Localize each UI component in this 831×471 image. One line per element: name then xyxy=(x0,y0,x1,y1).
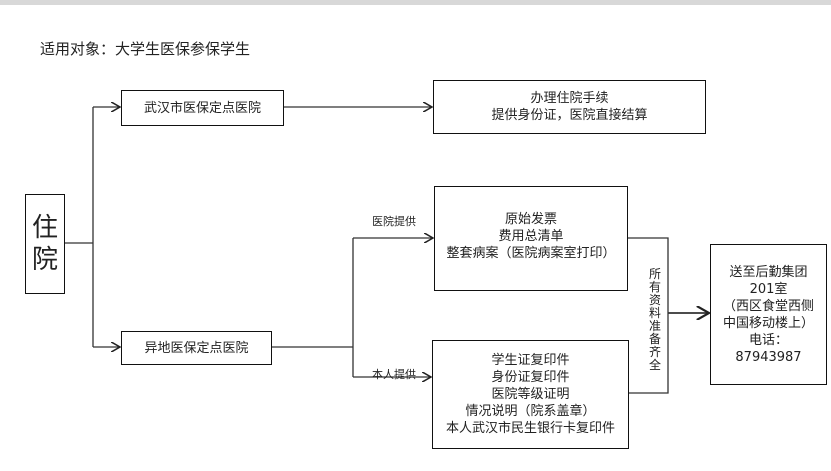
doc-line: 费用总清单 xyxy=(498,229,564,244)
step-line: 办理住院手续 xyxy=(530,91,609,106)
page-title: 适用对象：大学生医保参保学生 xyxy=(40,40,251,58)
hospital-docs-box: 原始发票 费用总清单 整套病案（医院病案室打印） xyxy=(434,186,628,291)
hospital-provides-label: 医院提供 xyxy=(372,215,416,228)
destination-line: （西区食堂西侧 xyxy=(722,298,814,314)
destination-line: 电话： xyxy=(748,332,788,348)
destination-line: 201室 xyxy=(749,281,788,297)
destination-box: 送至后勤集团 201室 （西区食堂西侧 中国移动楼上） 电话： 87943987 xyxy=(710,244,827,385)
wuhan-hospital-box: 武汉市医保定点医院 xyxy=(121,90,284,126)
root-box: 住院 xyxy=(25,194,65,294)
destination-phone: 87943987 xyxy=(735,349,802,365)
self-docs-box: 学生证复印件 身份证复印件 医院等级证明 情况说明（院系盖章） 本人武汉市民生银… xyxy=(432,340,629,449)
other-hospital-label: 异地医保定点医院 xyxy=(144,340,249,356)
doc-line: 本人武汉市民生银行卡复印件 xyxy=(445,421,615,436)
doc-line: 学生证复印件 xyxy=(491,353,570,368)
self-provides-label: 本人提供 xyxy=(372,368,416,381)
wuhan-steps-box: 办理住院手续 提供身份证，医院直接结算 xyxy=(433,80,706,134)
other-hospital-box: 异地医保定点医院 xyxy=(121,331,272,365)
doc-line: 身份证复印件 xyxy=(491,370,570,385)
doc-line: 整套病案（医院病案室打印） xyxy=(446,246,616,261)
doc-line: 情况说明（院系盖章） xyxy=(465,404,596,419)
top-border xyxy=(0,0,831,5)
doc-line: 医院等级证明 xyxy=(491,387,570,402)
destination-line: 送至后勤集团 xyxy=(729,264,808,280)
all-ready-label: 所有资料准备齐全 xyxy=(648,267,661,372)
root-label: 住院 xyxy=(31,213,58,275)
wuhan-hospital-label: 武汉市医保定点医院 xyxy=(143,100,261,116)
line-merge xyxy=(627,237,669,394)
doc-line: 原始发票 xyxy=(504,212,557,227)
step-line: 提供身份证，医院直接结算 xyxy=(491,108,648,123)
destination-line: 中国移动楼上） xyxy=(722,315,814,331)
